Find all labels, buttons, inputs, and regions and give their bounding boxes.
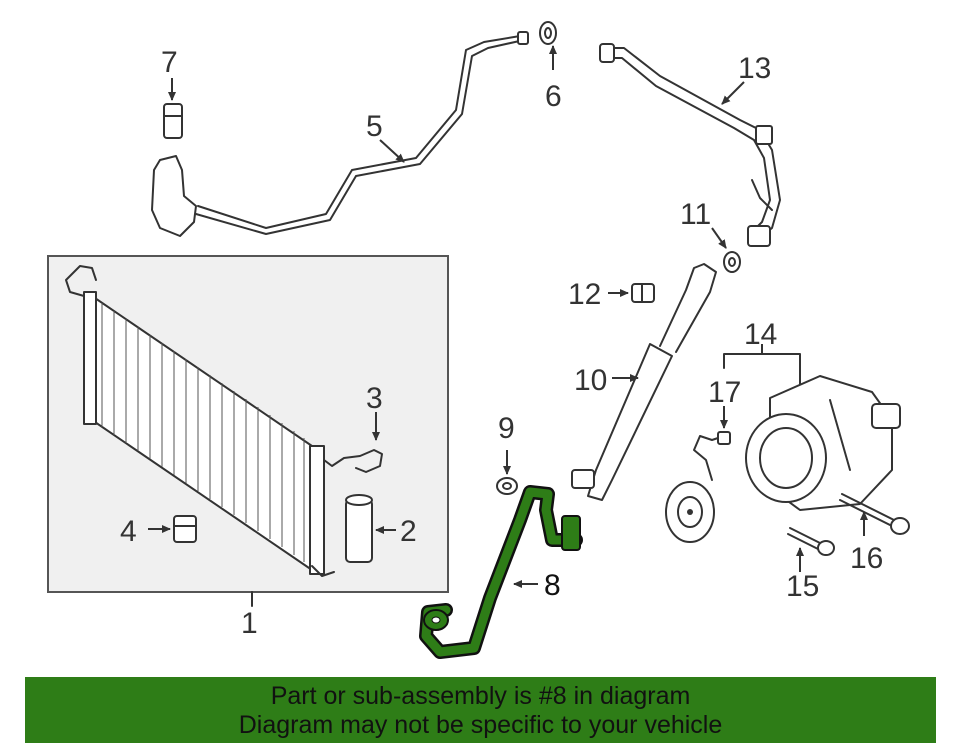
- compressor-clutch: [665, 406, 731, 543]
- callout-14: 14: [744, 318, 777, 351]
- o-ring-6: [539, 21, 557, 70]
- receiver-drier: [345, 494, 396, 563]
- suction-line: [599, 43, 781, 247]
- callout-10: 10: [574, 364, 607, 397]
- callout-9: 9: [498, 412, 515, 445]
- callout-17: 17: [708, 376, 741, 409]
- callout-11: 11: [680, 198, 711, 231]
- callout-4: 4: [120, 515, 137, 548]
- banner-line-1: Part or sub-assembly is #8 in diagram: [270, 682, 691, 710]
- callout-16: 16: [850, 542, 883, 575]
- callout-13: 13: [738, 52, 771, 85]
- drier-plug: [148, 515, 197, 543]
- callout-5: 5: [366, 110, 383, 143]
- discharge-hose: [571, 263, 717, 501]
- highlighted-hose-8: [419, 485, 583, 659]
- service-valve: [608, 283, 655, 303]
- bolt-15: [787, 527, 835, 572]
- ac-compressor: [723, 344, 901, 511]
- callout-7: 7: [161, 46, 178, 79]
- o-ring-9: [496, 450, 518, 495]
- bolt-16: [839, 493, 910, 536]
- callout-8: 8: [544, 569, 561, 602]
- callout-3: 3: [366, 382, 383, 415]
- callout-2: 2: [400, 515, 417, 548]
- pressure-switch: [163, 78, 183, 139]
- notice-banner: Part or sub-assembly is #8 in diagram Di…: [25, 677, 936, 743]
- condenser-assembly: [47, 255, 449, 593]
- callout-1: 1: [241, 607, 258, 640]
- banner-line-2: Diagram may not be specific to your vehi…: [238, 711, 723, 739]
- liquid-line: [151, 31, 529, 237]
- callout-6: 6: [545, 80, 562, 113]
- o-ring-11: [711, 227, 741, 273]
- callout-12: 12: [568, 278, 601, 311]
- callout-15: 15: [786, 570, 819, 603]
